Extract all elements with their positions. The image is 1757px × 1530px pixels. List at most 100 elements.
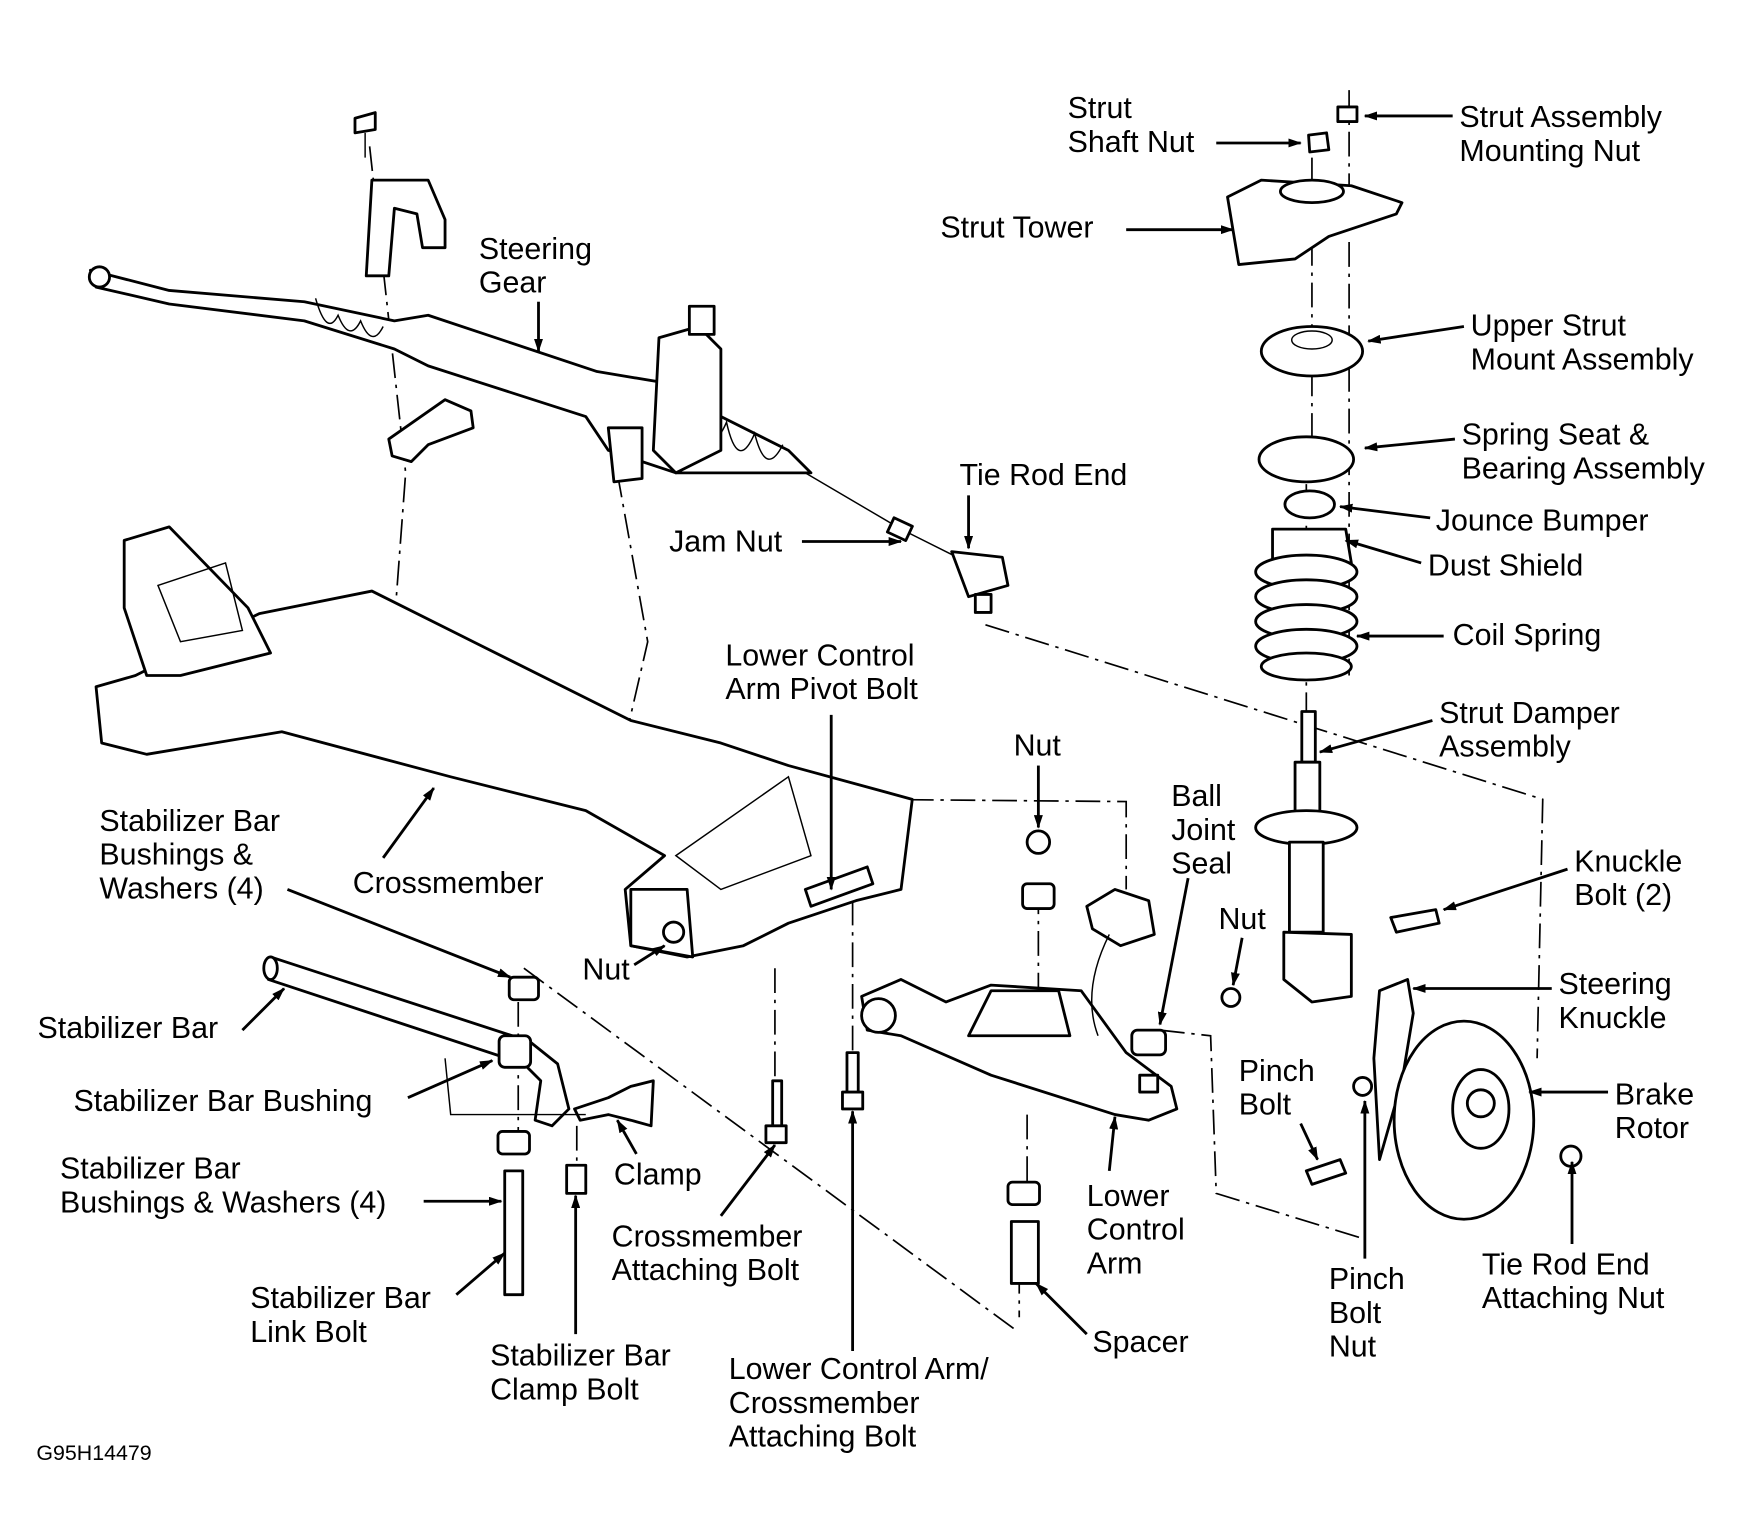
label-line: Washers (4) <box>99 871 263 905</box>
label-line: Link Bolt <box>250 1315 367 1349</box>
leader-arrow-strut-damper-assembly <box>1318 719 1433 754</box>
leader-arrow-upper-strut-mount-assembly <box>1367 325 1465 344</box>
knuckle-rotor-part <box>1220 978 1583 1221</box>
stabilizer-bracket-part <box>353 111 475 463</box>
leader-arrow-stabilizer-bar-link-bolt <box>455 1251 506 1296</box>
label-line: Upper Strut <box>1471 308 1627 342</box>
label-line: Lower Control Arm/ <box>729 1352 990 1386</box>
label-line: Mounting Nut <box>1459 134 1640 168</box>
leader-arrow-crossmember-attaching-bolt <box>719 1144 777 1217</box>
label-line: Rotor <box>1615 1111 1689 1145</box>
leader-arrow-nut-crossmember <box>633 944 666 967</box>
label-line: Dust Shield <box>1428 548 1583 582</box>
label-dust-shield: Dust Shield <box>1428 548 1583 582</box>
leader-arrow-knuckle-bolt <box>1442 867 1568 912</box>
label-line: Bolt <box>1239 1088 1292 1122</box>
leader-arrow-spring-seat-bearing-assembly <box>1363 437 1456 452</box>
label-line: Assembly <box>1439 730 1571 764</box>
label-line: Lower Control <box>725 638 914 672</box>
leader-arrow-stabilizer-bar-bushing <box>407 1059 494 1099</box>
label-line: Stabilizer Bar <box>60 1152 241 1186</box>
label-line: Bolt (2) <box>1574 878 1672 912</box>
label-line: Attaching Nut <box>1482 1281 1665 1315</box>
label-line: Steering <box>479 232 592 266</box>
label-line: Spacer <box>1092 1325 1188 1359</box>
leader-arrows <box>241 111 1609 1351</box>
label-line: Crossmember <box>729 1386 920 1420</box>
label-crossmember: Crossmember <box>353 866 544 900</box>
label-line: Knuckle <box>1559 1001 1667 1035</box>
label-line: Nut <box>1014 728 1062 762</box>
label-line: Lower <box>1087 1179 1170 1213</box>
label-line: Seal <box>1171 847 1232 881</box>
leader-arrow-pinch-bolt <box>1299 1122 1319 1161</box>
label-nut-crossmember: Nut <box>582 952 630 986</box>
label-line: Crossmember <box>612 1219 803 1253</box>
label-line: Strut <box>1068 91 1133 125</box>
leader-arrow-ball-joint-seal <box>1157 877 1190 1026</box>
label-line: Clamp Bolt <box>490 1372 639 1406</box>
label-line: Bearing Assembly <box>1462 451 1706 485</box>
strut-assembly-part <box>1226 105 1441 1004</box>
crossmember-part <box>94 525 914 959</box>
label-line: Stabilizer Bar <box>490 1339 671 1373</box>
label-line: Control <box>1087 1213 1185 1247</box>
label-tie-rod-end: Tie Rod End <box>960 458 1128 492</box>
label-line: Gear <box>479 266 547 300</box>
label-clamp: Clamp <box>614 1157 702 1191</box>
label-line: Spring Seat & <box>1462 418 1649 452</box>
label-line: Arm Pivot Bolt <box>725 672 918 706</box>
label-line: Nut <box>1219 902 1267 936</box>
label-line: Tie Rod End <box>1482 1247 1650 1281</box>
leader-arrow-nut-knuckle <box>1231 937 1244 987</box>
label-spring-seat-bearing-assembly: Spring Seat &Bearing Assembly <box>1462 418 1706 486</box>
label-line: Bolt <box>1329 1296 1382 1330</box>
label-line: Strut Assembly <box>1459 100 1662 134</box>
label-line: Attaching Bolt <box>729 1420 917 1454</box>
label-line: Jam Nut <box>669 525 783 559</box>
label-line: Shaft Nut <box>1068 125 1195 159</box>
leader-arrow-dust-shield <box>1344 539 1422 565</box>
label-line: Bushings & <box>99 838 253 872</box>
leader-arrow-lower-control-arm <box>1107 1115 1119 1172</box>
label-line: Nut <box>1329 1330 1377 1364</box>
lower-control-arm-part <box>764 829 1179 1285</box>
label-nut-arm: Nut <box>1014 728 1062 762</box>
label-line: Nut <box>582 952 630 986</box>
label-jam-nut: Jam Nut <box>669 525 783 559</box>
stabilizer-bar-part <box>262 955 655 1297</box>
label-line: Coil Spring <box>1453 618 1602 652</box>
label-line: Knuckle <box>1574 844 1682 878</box>
label-nut-knuckle: Nut <box>1219 902 1267 936</box>
label-line: Pinch <box>1239 1054 1315 1088</box>
label-line: Steering <box>1559 967 1672 1001</box>
label-line: Stabilizer Bar <box>99 804 280 838</box>
label-coil-spring: Coil Spring <box>1453 618 1602 652</box>
figure-code: G95H14479 <box>36 1441 151 1465</box>
label-line: Joint <box>1171 813 1236 847</box>
label-line: Crossmember <box>353 866 544 900</box>
label-line: Strut Tower <box>940 211 1093 245</box>
steering-gear-part <box>87 265 1010 614</box>
label-spacer: Spacer <box>1092 1325 1188 1359</box>
label-line: Brake <box>1615 1077 1694 1111</box>
label-jounce-bumper: Jounce Bumper <box>1436 503 1649 537</box>
label-line: Mount Assembly <box>1471 342 1695 376</box>
label-line: Pinch <box>1329 1262 1405 1296</box>
